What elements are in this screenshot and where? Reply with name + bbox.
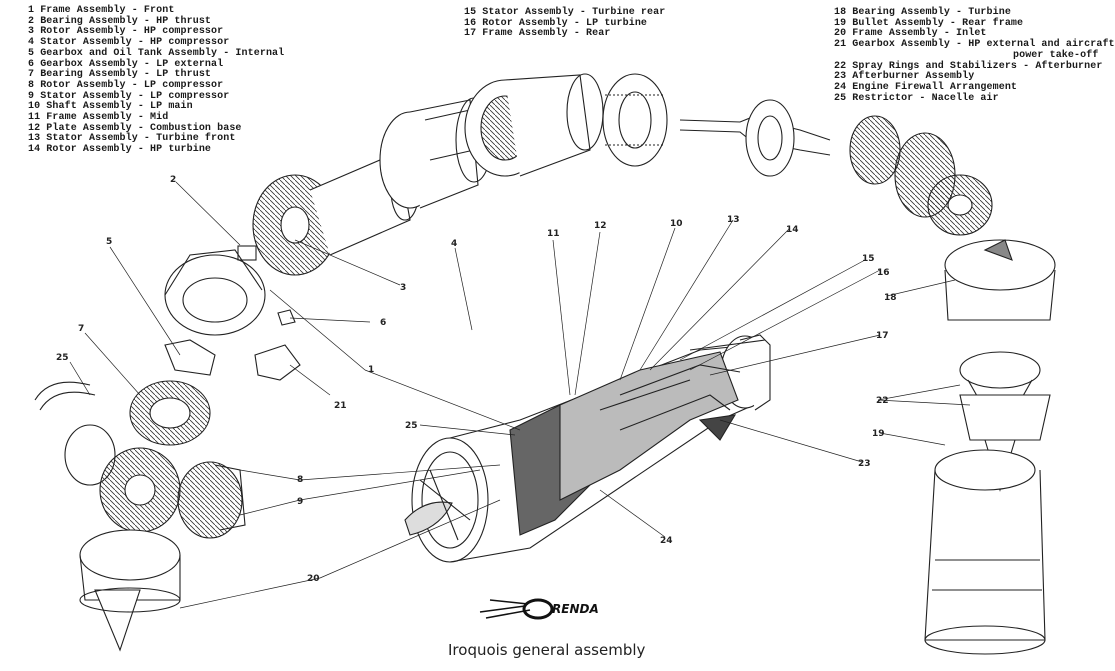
turbine-rotors <box>849 115 993 236</box>
legend-middle: 15 Stator Assembly - Turbine rear 16 Rot… <box>464 7 666 40</box>
legend-item: 5 Gearbox and Oil Tank Assembly - Intern… <box>28 47 285 59</box>
callout-9: 9 <box>297 497 303 507</box>
hp-compressor-stator <box>379 97 493 209</box>
legend-item: 17 Frame Assembly - Rear <box>464 28 611 40</box>
callout-8: 8 <box>297 475 303 485</box>
legend-item: 16 Rotor Assembly - LP turbine <box>464 17 648 29</box>
callout-19: 19 <box>872 429 885 439</box>
callout-5: 5 <box>106 237 112 247</box>
lp-compressor-stack <box>34 381 246 539</box>
callout-16: 16 <box>877 268 890 278</box>
callout-15: 15 <box>862 254 875 264</box>
afterburner-assembly <box>924 239 1056 655</box>
callout-25-left: 25 <box>56 353 69 363</box>
callout-labels: 1 2 3 4 5 6 7 8 9 10 11 12 13 14 15 16 1… <box>56 175 897 584</box>
logo-text: RENDA <box>552 602 599 616</box>
callout-14: 14 <box>786 225 799 235</box>
assembled-engine <box>404 334 771 563</box>
legend-item: 4 Stator Assembly - HP compressor <box>28 37 230 49</box>
callout-12: 12 <box>594 221 607 231</box>
callout-21: 21 <box>334 401 347 411</box>
internal-gearbox <box>164 309 301 381</box>
legend-item: 7 Bearing Assembly - LP thrust <box>28 69 212 81</box>
legend-item: 14 Rotor Assembly - HP turbine <box>28 144 212 156</box>
legend-item: 10 Shaft Assembly - LP main <box>28 101 193 113</box>
lp-thrust-bearing <box>129 380 211 446</box>
lp-shaft <box>679 99 831 177</box>
legend-item-continuation: power take-off <box>1013 49 1099 61</box>
legend-item: 23 Afterburner Assembly <box>834 71 975 83</box>
callout-20: 20 <box>307 574 320 584</box>
legend-right: 18 Bearing Assembly - Turbine 19 Bullet … <box>834 7 1115 104</box>
callout-13: 13 <box>727 215 740 225</box>
inlet-frame <box>79 529 181 652</box>
callout-3: 3 <box>400 283 406 293</box>
combustion-base-plate <box>602 73 668 167</box>
callout-17: 17 <box>876 331 889 341</box>
callout-4: 4 <box>451 239 457 249</box>
callout-7: 7 <box>78 324 84 334</box>
legend-item: 8 Rotor Assembly - LP compressor <box>28 79 224 91</box>
leader-lines <box>69 181 971 609</box>
legend-item: 22 Spray Rings and Stabilizers - Afterbu… <box>834 60 1103 72</box>
callout-18: 18 <box>884 293 897 303</box>
mid-frame <box>464 73 604 177</box>
legend-item: 25 Restrictor - Nacelle air <box>834 92 999 104</box>
orenda-logo: RENDA <box>479 598 599 620</box>
legend-item: 12 Plate Assembly - Combustion base <box>28 122 242 134</box>
legend-item: 11 Frame Assembly - Mid <box>28 112 169 124</box>
front-frame <box>164 245 266 336</box>
callout-10: 10 <box>670 219 683 229</box>
callout-22: 22 <box>876 396 889 406</box>
legend-item: 9 Stator Assembly - LP compressor <box>28 90 230 102</box>
callout-11: 11 <box>547 229 560 239</box>
figure-caption: Iroquois general assembly <box>448 641 646 659</box>
legend-item: 20 Frame Assembly - Inlet <box>834 28 987 40</box>
callout-6: 6 <box>380 318 386 328</box>
legend-item: 24 Engine Firewall Arrangement <box>834 81 1018 93</box>
legend-item: 2 Bearing Assembly - HP thrust <box>28 15 212 27</box>
callout-24: 24 <box>660 536 673 546</box>
callout-2: 2 <box>170 175 176 185</box>
legend-item: 15 Stator Assembly - Turbine rear <box>464 7 666 18</box>
callout-23: 23 <box>858 459 871 469</box>
legend-left: 1 Frame Assembly - Front 2 Bearing Assem… <box>28 5 285 156</box>
legend-item: 13 Stator Assembly - Turbine front <box>28 133 236 145</box>
legend-item: 18 Bearing Assembly - Turbine <box>834 7 1011 18</box>
callout-25-main: 25 <box>405 421 418 431</box>
legend-item: 6 Gearbox Assembly - LP external <box>28 58 224 70</box>
legend-item: 21 Gearbox Assembly - HP external and ai… <box>834 39 1115 51</box>
callout-1: 1 <box>368 365 374 375</box>
legend-item: 3 Rotor Assembly - HP compressor <box>28 26 224 38</box>
legend-item: 1 Frame Assembly - Front <box>28 5 175 16</box>
legend-item: 19 Bullet Assembly - Rear frame <box>834 17 1024 29</box>
